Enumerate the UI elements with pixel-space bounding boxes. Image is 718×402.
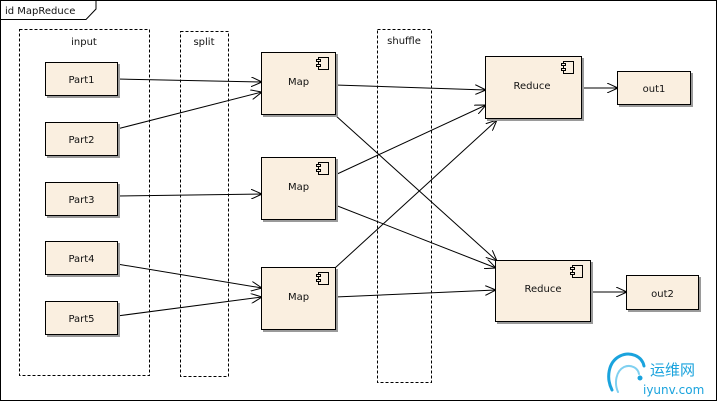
watermark: 运维网 iyunv.com <box>607 352 704 397</box>
part-box <box>45 241 118 275</box>
frame-title: id MapReduce <box>5 6 75 17</box>
edge-map3-to-reduce1 <box>334 120 497 269</box>
watermark-logo-icon <box>607 352 646 393</box>
part-box <box>45 182 118 216</box>
part-label: Part3 <box>68 195 94 206</box>
nodes: Part1 Part2 Part3 Part4 Part5 Map <box>45 52 699 335</box>
output-label: out2 <box>651 289 674 300</box>
map-label: Map <box>288 182 309 193</box>
frame-title-tab <box>0 0 97 20</box>
part-label: Part2 <box>68 135 94 146</box>
output-box <box>626 275 699 310</box>
part-node-4[interactable]: Part4 <box>45 241 118 275</box>
group-input-label: input <box>71 37 97 48</box>
part-node-1[interactable]: Part1 <box>45 62 118 96</box>
group-input: input <box>19 29 150 376</box>
output-node-1[interactable]: out1 <box>617 71 691 105</box>
component-icon <box>561 61 574 74</box>
watermark-url-text: iyunv.com <box>643 383 704 397</box>
group-split-label: split <box>193 37 214 48</box>
edge-part3-to-map2 <box>116 194 262 196</box>
part-label: Part5 <box>68 314 94 325</box>
output-box <box>617 71 691 105</box>
reduce-label: Reduce <box>514 81 551 92</box>
edge-part5-to-map3 <box>116 297 262 317</box>
edges <box>116 79 627 317</box>
map-node-2[interactable]: Map <box>261 157 336 220</box>
map-box <box>261 267 336 330</box>
part-box <box>45 122 118 156</box>
watermark-cn-text: 运维网 <box>650 361 695 379</box>
map-node-3[interactable]: Map <box>261 267 336 330</box>
map-node-1[interactable]: Map <box>261 52 336 115</box>
edge-map1-to-reduce2 <box>334 114 497 261</box>
part-box <box>45 62 118 96</box>
reduce-label: Reduce <box>525 284 562 295</box>
component-icon <box>316 57 329 70</box>
group-input-border <box>19 29 150 376</box>
reduce-box <box>485 56 582 119</box>
part-label: Part4 <box>68 254 94 265</box>
output-node-2[interactable]: out2 <box>626 275 699 310</box>
part-box <box>45 301 118 335</box>
edge-map2-to-reduce1 <box>334 105 486 176</box>
map-box <box>261 157 336 220</box>
part-node-3[interactable]: Part3 <box>45 182 118 216</box>
map-label: Map <box>288 77 309 88</box>
edge-part2-to-map1 <box>116 92 262 130</box>
part-label: Part1 <box>68 75 94 86</box>
group-shuffle-label: shuffle <box>387 36 421 47</box>
group-shuffle: shuffle <box>377 29 432 383</box>
reduce-node-1[interactable]: Reduce <box>485 56 582 119</box>
edge-map1-to-reduce1 <box>334 84 486 90</box>
part-node-5[interactable]: Part5 <box>45 301 118 335</box>
component-icon <box>316 162 329 175</box>
map-label: Map <box>288 292 309 303</box>
output-label: out1 <box>643 84 666 95</box>
component-icon <box>316 272 329 285</box>
component-icon <box>570 265 583 278</box>
part-node-2[interactable]: Part2 <box>45 122 118 156</box>
group-split-border <box>180 31 229 377</box>
reduce-box <box>495 260 591 322</box>
edge-map2-to-reduce2 <box>334 204 496 268</box>
group-split: split <box>180 31 229 377</box>
edge-part4-to-map3 <box>116 263 262 288</box>
edge-part1-to-map1 <box>116 79 262 82</box>
group-shuffle-border <box>377 29 432 383</box>
edge-map3-to-reduce2 <box>334 290 496 298</box>
map-box <box>261 52 336 115</box>
reduce-node-2[interactable]: Reduce <box>495 260 591 322</box>
